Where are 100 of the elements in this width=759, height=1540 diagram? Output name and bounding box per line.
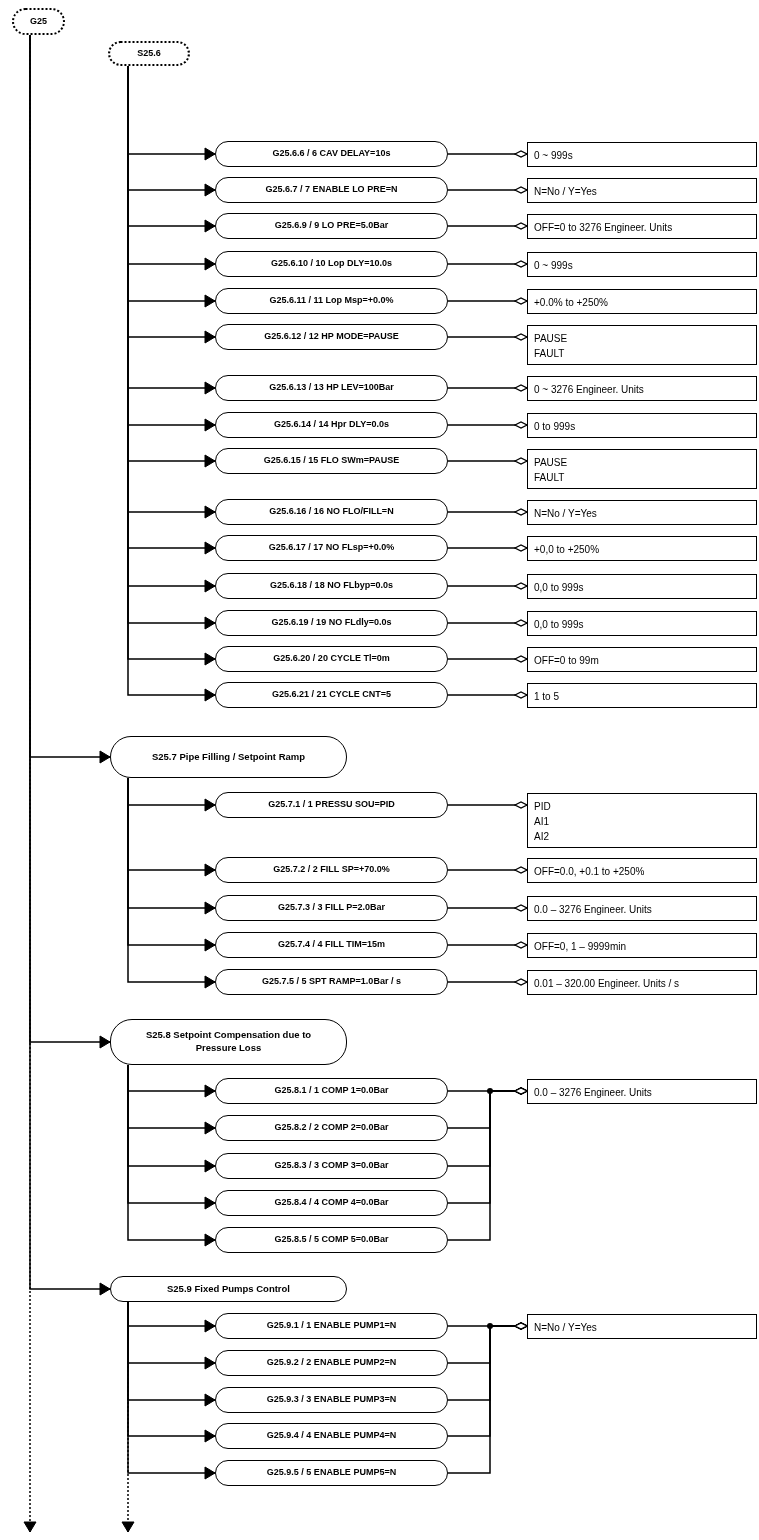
connector-line (447, 421, 528, 429)
node-text: 0 to 999s (534, 420, 576, 434)
node-text: 0 ~ 3276 Engineer. Units (534, 383, 644, 397)
value-range-box (527, 376, 757, 401)
parameter-pill (215, 1078, 448, 1104)
value-range-box (527, 325, 757, 365)
node-text: FAULT (534, 471, 565, 485)
node-text: G25.6.6 / 6 CAV DELAY=10s (272, 147, 391, 161)
connector-line (447, 297, 528, 305)
value-range-box (527, 289, 757, 314)
value-range-box (527, 1079, 757, 1104)
parameter-pill (215, 792, 448, 818)
value-range-box (527, 142, 757, 167)
node-text: G25.6.16 / 16 NO FLO/FILL=N (269, 505, 394, 519)
node-text: G25.6.19 / 19 NO FLdly=0.0s (271, 616, 392, 630)
section-pill (110, 736, 347, 778)
parameter-pill (215, 1115, 448, 1141)
parameter-pill (215, 1153, 448, 1179)
node-text: N=No / Y=Yes (534, 507, 597, 521)
connector-line (447, 260, 528, 268)
section-pill (110, 1276, 347, 1302)
connector-line (447, 186, 528, 194)
parameter-pill (215, 499, 448, 525)
node-text: G25.6.9 / 9 LO PRE=5.0Bar (274, 219, 389, 233)
parameter-pill (215, 682, 448, 708)
node-text: 1 to 5 (534, 690, 560, 704)
value-range-box (527, 1314, 757, 1339)
connector-line (447, 1322, 528, 1474)
parameter-pill (215, 932, 448, 958)
node-text: G25.8.2 / 2 COMP 2=0.0Bar (274, 1121, 389, 1135)
node-text: S25.6 (137, 46, 161, 60)
parameter-pill (215, 1190, 448, 1216)
connector-line (447, 904, 528, 912)
branch-arrow (29, 34, 111, 1296)
parameter-pill (215, 324, 448, 350)
connector-line (447, 655, 528, 663)
parameter-pill (215, 288, 448, 314)
node-text: PAUSE (534, 456, 568, 470)
node-text: G25.7.4 / 4 FILL TIM=15m (277, 938, 386, 952)
node-text: G25.6.15 / 15 FLO SWm=PAUSE (263, 454, 400, 468)
node-text: G25.7.2 / 2 FILL SP=+70.0% (273, 863, 390, 877)
parameter-pill (215, 1387, 448, 1413)
node-text: G25.6.11 / 11 Lop Msp=+0.0% (269, 294, 394, 308)
node-text: N=No / Y=Yes (534, 1321, 597, 1335)
value-range-box (527, 178, 757, 203)
parameter-pill (215, 895, 448, 921)
node-text: S25.7 Pipe Filling / Setpoint Ramp (151, 750, 306, 764)
value-range-box (527, 214, 757, 239)
parameter-pill (215, 251, 448, 277)
value-range-box (527, 933, 757, 958)
parameter-pill (215, 857, 448, 883)
node-text: G25.6.17 / 17 NO FLsp=+0.0% (268, 541, 395, 555)
node-text: +0.0% to +250% (534, 296, 608, 310)
node-text: G25.8.1 / 1 COMP 1=0.0Bar (274, 1084, 389, 1098)
parameter-pill (215, 1313, 448, 1339)
parameter-pill (215, 610, 448, 636)
connector-line (447, 384, 528, 392)
connector-line (447, 333, 528, 341)
parameter-pill (215, 375, 448, 401)
node-text: G25.8.5 / 5 COMP 5=0.0Bar (274, 1233, 389, 1247)
group-pill (108, 41, 190, 66)
node-text: G25.6.13 / 13 HP LEV=100Bar (269, 381, 394, 395)
parameter-pill (215, 1350, 448, 1376)
value-range-box (527, 536, 757, 561)
node-text: FAULT (534, 347, 565, 361)
connector-line (447, 150, 528, 158)
dotted-arrow (121, 1301, 135, 1533)
value-range-box (527, 449, 757, 489)
node-text: 0.0 – 3276 Engineer. Units (534, 903, 652, 917)
connector-line (447, 866, 528, 874)
node-text: 0.0 – 3276 Engineer. Units (534, 1086, 652, 1100)
branch-arrow (127, 1301, 216, 1480)
node-text: 0,0 to 999s (534, 618, 584, 632)
connector-line (447, 1087, 528, 1241)
node-text: G25.6.18 / 18 NO FLbyp=0.0s (270, 579, 393, 593)
node-text: OFF=0 to 3276 Engineer. Units (534, 221, 673, 235)
node-text: G25.6.21 / 21 CYCLE CNT=5 (272, 688, 391, 702)
node-text: N=No / Y=Yes (534, 185, 597, 199)
node-text: PAUSE (534, 332, 568, 346)
node-text: S25.9 Fixed Pumps Control (167, 1282, 290, 1296)
node-text: OFF=0, 1 – 9999min (534, 940, 626, 954)
node-text: G25.7.5 / 5 SPT RAMP=1.0Bar / s (262, 975, 401, 989)
parameter-pill (215, 1423, 448, 1449)
node-text: G25.8.3 / 3 COMP 3=0.0Bar (274, 1159, 389, 1173)
branch-arrow (127, 777, 216, 989)
parameter-pill (215, 646, 448, 672)
value-range-box (527, 793, 757, 848)
node-text: G25.6.12 / 12 HP MODE=PAUSE (264, 330, 399, 344)
node-text: G25.7.3 / 3 FILL P=2.0Bar (277, 901, 386, 915)
node-text: G25.9.4 / 4 ENABLE PUMP4=N (266, 1429, 397, 1443)
node-text: +0,0 to +250% (534, 543, 600, 557)
value-range-box (527, 896, 757, 921)
parameter-pill (215, 1460, 448, 1486)
parameter-pill (215, 177, 448, 203)
node-text: G25.9.3 / 3 ENABLE PUMP3=N (266, 1393, 397, 1407)
node-text: 0 ~ 999s (534, 259, 573, 273)
value-range-box (527, 500, 757, 525)
connector-line (447, 619, 528, 627)
node-text: PID (534, 800, 551, 814)
node-text: G25.6.20 / 20 CYCLE Tl=0m (273, 652, 390, 666)
